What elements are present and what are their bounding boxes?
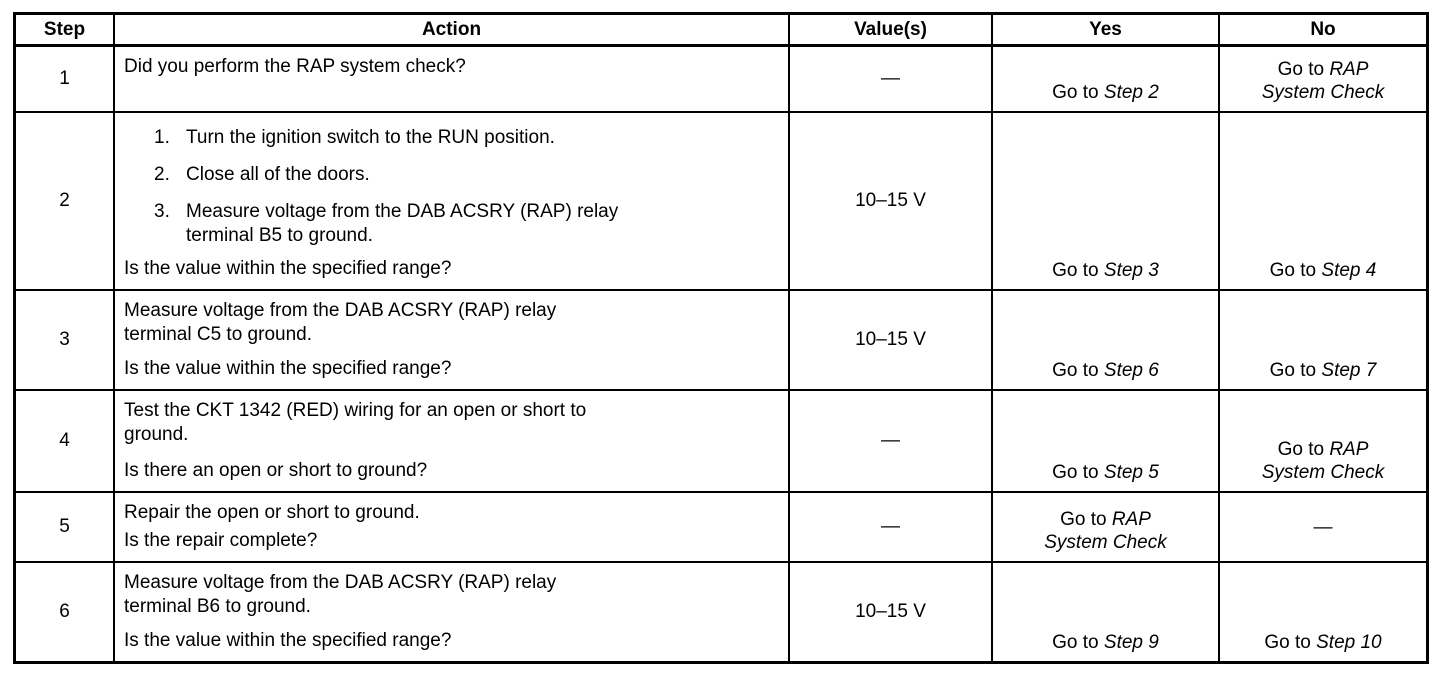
goto-prefix: Go to [1052, 260, 1104, 281]
step-cell: 3 [16, 291, 115, 391]
no-cell: Go to RAP System Check [1220, 47, 1426, 113]
value-cell: — [790, 493, 993, 563]
goto-prefix: — [1313, 516, 1333, 538]
step-cell: 4 [16, 391, 115, 493]
goto-prefix: Go to [1052, 632, 1104, 653]
yes-result-text: Go to Step 9 [1052, 631, 1159, 654]
no-cell: Go to Step 4 [1220, 113, 1426, 291]
goto-prefix: Go to [1277, 439, 1330, 460]
column-header-action: Action [115, 15, 790, 47]
goto-target: RAP System Check [1044, 509, 1167, 553]
action-text: Test the CKT 1342 (RED) wiring for an op… [124, 400, 587, 445]
action-question: Is the value within the specified range? [124, 258, 452, 279]
goto-target: Step 6 [1103, 360, 1159, 381]
goto-target: Step 4 [1321, 260, 1377, 281]
goto-prefix: Go to [1060, 509, 1112, 530]
no-cell: Go to RAP System Check [1220, 391, 1426, 493]
list-item-number: 3. [154, 201, 170, 222]
goto-target: RAP System Check [1261, 439, 1385, 483]
action-cell: Test the CKT 1342 (RED) wiring for an op… [115, 391, 790, 493]
yes-result-text: Go to Step 5 [1052, 461, 1159, 484]
value-cell: 10–15 V [790, 113, 993, 291]
goto-prefix: Go to [1052, 360, 1104, 381]
yes-result-text: Go to Step 3 [1052, 259, 1159, 282]
goto-prefix: Go to [1277, 59, 1330, 80]
no-result-text: Go to Step 4 [1270, 259, 1377, 282]
value-cell: 10–15 V [790, 563, 993, 661]
goto-prefix: Go to [1269, 260, 1322, 281]
yes-result-text: Go to Step 6 [1052, 359, 1159, 382]
yes-cell: Go to Step 9 [993, 563, 1220, 661]
step-cell: 2 [16, 113, 115, 291]
value-cell: — [790, 391, 993, 493]
no-cell: — [1220, 493, 1426, 563]
action-question: Is there an open or short to ground? [124, 460, 428, 481]
goto-target: Step 5 [1103, 462, 1159, 483]
no-result-text: Go to Step 10 [1264, 631, 1381, 654]
value-cell: 10–15 V [790, 291, 993, 391]
no-cell: Go to Step 10 [1220, 563, 1426, 661]
action-list-item: 1. Turn the ignition switch to the RUN po… [124, 126, 778, 150]
goto-prefix: Go to [1269, 360, 1322, 381]
action-list-item: 3. Measure voltage from the DAB ACSRY (RA… [124, 200, 778, 248]
yes-cell: Go to RAP System Check [993, 493, 1220, 563]
step-cell: 6 [16, 563, 115, 661]
action-question: Is the repair complete? [124, 530, 318, 551]
yes-result-text: Go to RAP System Check [1031, 508, 1181, 554]
goto-prefix: Go to [1052, 462, 1104, 483]
goto-target: RAP System Check [1261, 59, 1385, 103]
action-cell: Measure voltage from the DAB ACSRY (RAP)… [115, 563, 790, 661]
goto-prefix: Go to [1264, 632, 1317, 653]
goto-target: Step 2 [1103, 82, 1159, 103]
goto-target: Step 9 [1103, 632, 1159, 653]
column-header-yes: Yes [993, 15, 1220, 47]
action-text: Did you perform the RAP system check? [124, 56, 466, 77]
column-header-no: No [1220, 15, 1426, 47]
yes-cell: Go to Step 3 [993, 113, 1220, 291]
action-text: Measure voltage from the DAB ACSRY (RAP)… [124, 572, 557, 617]
no-cell: Go to Step 7 [1220, 291, 1426, 391]
action-text: Repair the open or short to ground. [124, 502, 420, 523]
list-item-number: 1. [154, 127, 170, 148]
action-numbered-list: 1. Turn the ignition switch to the RUN po… [124, 124, 778, 248]
step-cell: 1 [16, 47, 115, 113]
yes-cell: Go to Step 5 [993, 391, 1220, 493]
list-item-text: Turn the ignition switch to the RUN posi… [186, 127, 555, 148]
list-item-text: Measure voltage from the DAB ACSRY (RAP)… [186, 201, 619, 246]
list-item-number: 2. [154, 164, 170, 185]
no-result-text: — [1314, 516, 1333, 539]
goto-prefix: Go to [1052, 82, 1104, 103]
no-result-text: Go to Step 7 [1270, 359, 1377, 382]
no-result-text: Go to RAP System Check [1248, 438, 1398, 484]
step-cell: 5 [16, 493, 115, 563]
action-text: Measure voltage from the DAB ACSRY (RAP)… [124, 300, 557, 345]
action-cell: Measure voltage from the DAB ACSRY (RAP)… [115, 291, 790, 391]
diagnostic-table: Step Action Value(s) Yes No 1 Did you per… [13, 12, 1429, 664]
yes-result-text: Go to Step 2 [1052, 81, 1159, 104]
goto-target: Step 10 [1316, 632, 1382, 653]
action-list-item: 2. Close all of the doors. [124, 163, 778, 187]
column-header-step: Step [16, 15, 115, 47]
no-result-text: Go to RAP System Check [1248, 58, 1398, 104]
action-question: Is the value within the specified range? [124, 630, 452, 651]
column-header-value: Value(s) [790, 15, 993, 47]
yes-cell: Go to Step 6 [993, 291, 1220, 391]
action-cell: 1. Turn the ignition switch to the RUN po… [115, 113, 790, 291]
yes-cell: Go to Step 2 [993, 47, 1220, 113]
action-cell: Repair the open or short to ground. Is th… [115, 493, 790, 563]
list-item-text: Close all of the doors. [186, 164, 370, 185]
action-cell: Did you perform the RAP system check? [115, 47, 790, 113]
value-cell: — [790, 47, 993, 113]
goto-target: Step 7 [1321, 360, 1377, 381]
action-question: Is the value within the specified range? [124, 358, 452, 379]
goto-target: Step 3 [1103, 260, 1159, 281]
